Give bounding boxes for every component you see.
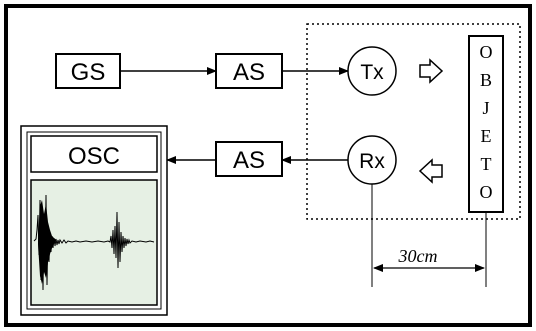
object-letter: J xyxy=(482,98,489,118)
distance-label: 30cm xyxy=(398,246,438,266)
object-letter: B xyxy=(480,70,492,90)
osc-title-box xyxy=(30,135,158,173)
object-letter: O xyxy=(480,42,493,62)
hollow-arrow-right-icon xyxy=(419,58,444,84)
object-letter: T xyxy=(481,154,492,174)
measurement-region xyxy=(306,23,521,220)
object-block: O B J E T O xyxy=(468,35,504,213)
object-letter: E xyxy=(481,126,492,146)
gs-block: GS xyxy=(55,53,121,89)
waveform-fill xyxy=(38,200,56,284)
object-letter: O xyxy=(480,182,493,202)
as-top-block: AS xyxy=(215,53,283,89)
gs-label: GS xyxy=(71,59,106,86)
rx-node: Rx xyxy=(347,135,397,185)
as-bottom-block: AS xyxy=(215,141,283,177)
osc-label: OSC xyxy=(68,143,120,170)
as-top-label: AS xyxy=(233,59,265,86)
rx-label: Rx xyxy=(359,150,385,173)
as-bottom-label: AS xyxy=(233,147,265,174)
hollow-arrow-left-icon xyxy=(418,158,443,184)
osc-block: OSC xyxy=(20,125,168,316)
tx-node: Tx xyxy=(347,46,397,96)
outer-frame xyxy=(4,4,532,327)
tx-label: Tx xyxy=(360,61,384,84)
